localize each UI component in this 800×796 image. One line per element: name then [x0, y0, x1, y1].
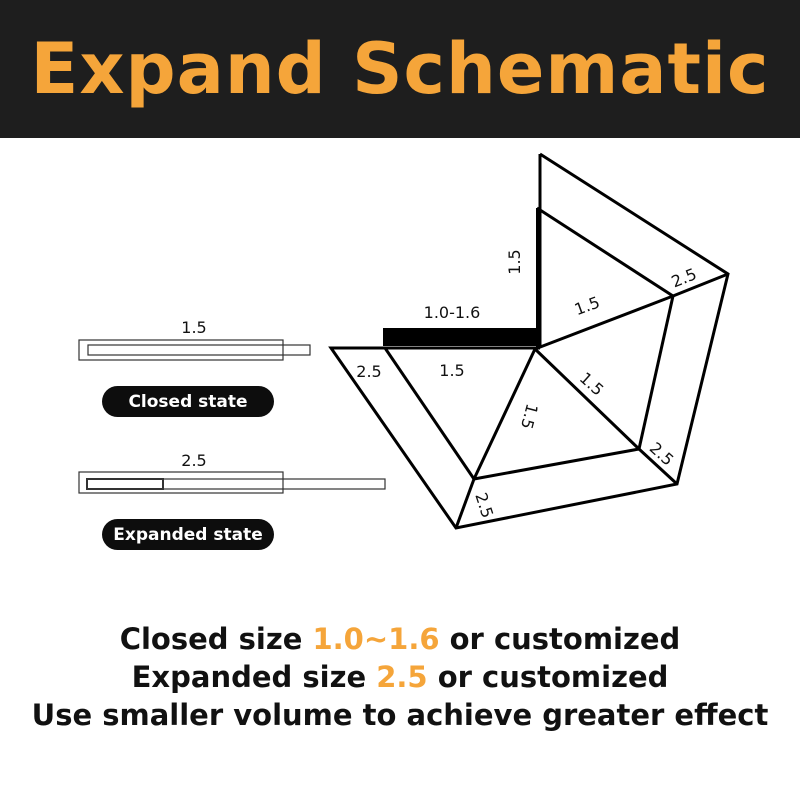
header-banner: Expand Schematic	[0, 0, 800, 138]
dim-label: 2.5	[471, 490, 497, 520]
expanded-dim-label: 2.5	[181, 451, 206, 470]
vertical-dim-label: 1.5	[505, 249, 524, 274]
closed-dim-label: 1.5	[181, 318, 206, 337]
vertical-bar	[536, 208, 541, 348]
dim-label: 2.5	[646, 438, 678, 469]
expanded-state-drawing	[78, 471, 386, 494]
caption-text: Closed size	[119, 622, 313, 656]
dim-label: 1.5	[517, 402, 542, 432]
expanded-state-badge: Expanded state	[102, 519, 274, 550]
caption-text: or customized	[439, 622, 681, 656]
caption: Closed size 1.0~1.6 or customized Expand…	[0, 620, 800, 734]
closed-state-badge: Closed state	[102, 386, 274, 417]
caption-line-expanded: Expanded size 2.5 or customized	[0, 658, 800, 696]
closed-state-label: Closed state	[128, 391, 248, 412]
bar-dim-label: 1.0-1.6	[424, 303, 481, 322]
closed-size-value: 1.0~1.6	[312, 622, 440, 656]
caption-line-tagline: Use smaller volume to achieve greater ef…	[31, 698, 769, 732]
dim-label: 1.5	[439, 361, 464, 380]
dim-label: 1.5	[572, 293, 602, 320]
caption-text: Expanded size	[131, 660, 377, 694]
closed-bar	[383, 328, 541, 346]
expanded-state-label: Expanded state	[113, 524, 263, 545]
closed-state-drawing	[78, 339, 311, 361]
expanded-size-value: 2.5	[376, 660, 428, 694]
caption-line-closed: Closed size 1.0~1.6 or customized	[0, 620, 800, 658]
dim-label: 2.5	[356, 362, 381, 381]
caption-text: or customized	[427, 660, 669, 694]
page-title: Expand Schematic	[30, 28, 770, 110]
